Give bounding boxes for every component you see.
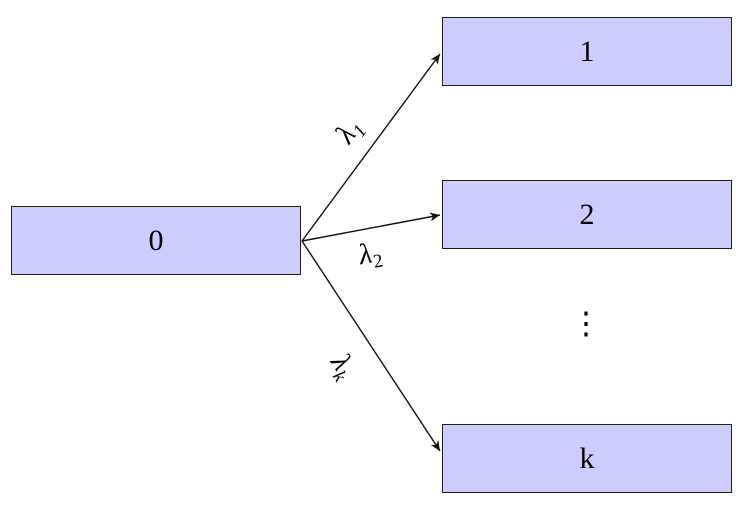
node-0-label: 0 xyxy=(148,223,164,257)
node-1-label: 1 xyxy=(579,34,595,68)
node-0: 0 xyxy=(11,206,301,275)
edge-0-to-k xyxy=(301,240,441,452)
edge-0-to-2 xyxy=(301,212,441,242)
node-2: 2 xyxy=(442,180,732,249)
node-k-label: k xyxy=(579,441,595,475)
node-k: k xyxy=(442,424,732,493)
node-1: 1 xyxy=(442,17,732,86)
edge-0-to-1 xyxy=(301,53,441,242)
vertical-ellipsis: ⋮ xyxy=(570,305,602,341)
node-2-label: 2 xyxy=(579,197,595,231)
